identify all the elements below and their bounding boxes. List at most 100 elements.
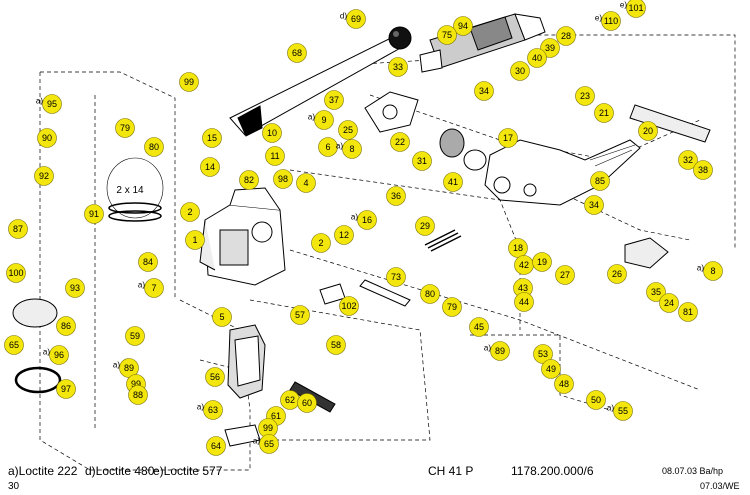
callout-number: 60 xyxy=(302,398,312,408)
callout-number: 97 xyxy=(61,384,71,394)
callout-bubble xyxy=(357,210,377,230)
callout-number: 79 xyxy=(120,123,130,133)
callout-81: 81 xyxy=(678,302,698,322)
callout-number: 81 xyxy=(683,307,693,317)
callout-number: 4 xyxy=(303,178,308,188)
callout-84: 84 xyxy=(138,252,158,272)
callout-55: 55a) xyxy=(607,401,633,421)
callout-bubble xyxy=(138,252,158,272)
callout-bubble xyxy=(514,292,534,312)
callout-63: 63a) xyxy=(197,400,223,420)
callout-73: 73 xyxy=(386,267,406,287)
callout-35: 35 xyxy=(646,282,666,302)
washer xyxy=(463,149,487,171)
callout-number: 27 xyxy=(560,270,570,280)
callout-number: 95 xyxy=(47,99,57,109)
callout-11: 11 xyxy=(265,146,285,166)
callout-number: 58 xyxy=(331,340,341,350)
callout-bubble xyxy=(388,57,408,77)
callout-number: 2 xyxy=(318,238,323,248)
callout-number: 50 xyxy=(591,395,601,405)
callout-number: 32 xyxy=(683,155,693,165)
callout-bubble xyxy=(311,233,331,253)
callout-bubble xyxy=(262,123,282,143)
callout-number: 9 xyxy=(321,115,326,125)
callout-bubble xyxy=(203,400,223,420)
callout-number: 99 xyxy=(184,77,194,87)
callout-30: 30 xyxy=(510,61,530,81)
callout-80: 80 xyxy=(420,284,440,304)
callout-bubble xyxy=(601,11,621,31)
callout-bubble xyxy=(265,146,285,166)
callout-bubble xyxy=(200,157,220,177)
callout-56: 56 xyxy=(205,367,225,387)
callout-number: 64 xyxy=(211,441,221,451)
callout-number: 44 xyxy=(519,297,529,307)
callout-bubble xyxy=(326,335,346,355)
callout-bubble xyxy=(442,297,462,317)
gear xyxy=(439,128,465,158)
callout-bubble xyxy=(42,94,62,114)
callout-number: 53 xyxy=(538,349,548,359)
callout-prefix: a) xyxy=(308,113,315,122)
callout-bubble xyxy=(4,335,24,355)
callout-bubble xyxy=(541,359,561,379)
callout-79: 79 xyxy=(115,118,135,138)
callout-bubble xyxy=(314,110,334,130)
callout-number: 65 xyxy=(264,439,274,449)
callout-number: 33 xyxy=(393,62,403,72)
callout-number: 100 xyxy=(8,268,23,278)
callout-bubble xyxy=(556,26,576,46)
callout-49: 49 xyxy=(541,359,561,379)
callout-38: 38 xyxy=(693,160,713,180)
callout-number: 82 xyxy=(244,175,254,185)
callout-42: 42 xyxy=(514,255,534,275)
callout-bubble xyxy=(586,390,606,410)
callout-18: 18 xyxy=(508,238,528,258)
callout-19: 19 xyxy=(532,252,552,272)
callout-number: 16 xyxy=(362,215,372,225)
callout-bubble xyxy=(185,230,205,250)
callout-bubble xyxy=(532,252,552,272)
callout-31: 31 xyxy=(412,151,432,171)
callout-number: 45 xyxy=(474,322,484,332)
callout-number: 12 xyxy=(339,230,349,240)
callout-96: 96 a) xyxy=(43,345,69,365)
callout-90: 90 xyxy=(37,128,57,148)
callout-92: 92 xyxy=(34,166,54,186)
callout-prefix: a) xyxy=(138,281,145,290)
callout-bubble xyxy=(84,204,104,224)
callout-bubble xyxy=(575,86,595,106)
clamp-block xyxy=(227,324,266,399)
callout-number: 29 xyxy=(420,221,430,231)
callout-number: 7 xyxy=(151,283,156,293)
callout-bubble xyxy=(703,261,723,281)
callout-bubble xyxy=(412,151,432,171)
callout-number: 23 xyxy=(580,91,590,101)
callout-number: 37 xyxy=(329,95,339,105)
callout-bubble xyxy=(180,202,200,222)
callout-number: 17 xyxy=(503,133,513,143)
callout-number: 75 xyxy=(442,30,452,40)
callout-bubble xyxy=(646,282,666,302)
callout-21: 21 xyxy=(594,103,614,123)
callout-bubble xyxy=(206,436,226,456)
callout-number: 96 xyxy=(54,350,64,360)
page-number: 30 xyxy=(8,481,20,492)
callout-58: 58 xyxy=(326,335,346,355)
callout-number: 89 xyxy=(124,363,134,373)
callout-36: 36 xyxy=(386,186,406,206)
callout-bubble xyxy=(554,374,574,394)
callout-number: 31 xyxy=(417,156,427,166)
callout-prefix: a) xyxy=(43,348,50,357)
callout-number: 94 xyxy=(458,21,468,31)
callout-prefix: a) xyxy=(197,403,204,412)
callout-17: 17 xyxy=(498,128,518,148)
callout-number: 5 xyxy=(219,312,224,322)
callout-number: 2 xyxy=(187,207,192,217)
callout-bubble xyxy=(239,170,259,190)
callout-bubble xyxy=(437,25,457,45)
flange-hole xyxy=(382,104,398,120)
callout-bubble xyxy=(318,137,338,157)
